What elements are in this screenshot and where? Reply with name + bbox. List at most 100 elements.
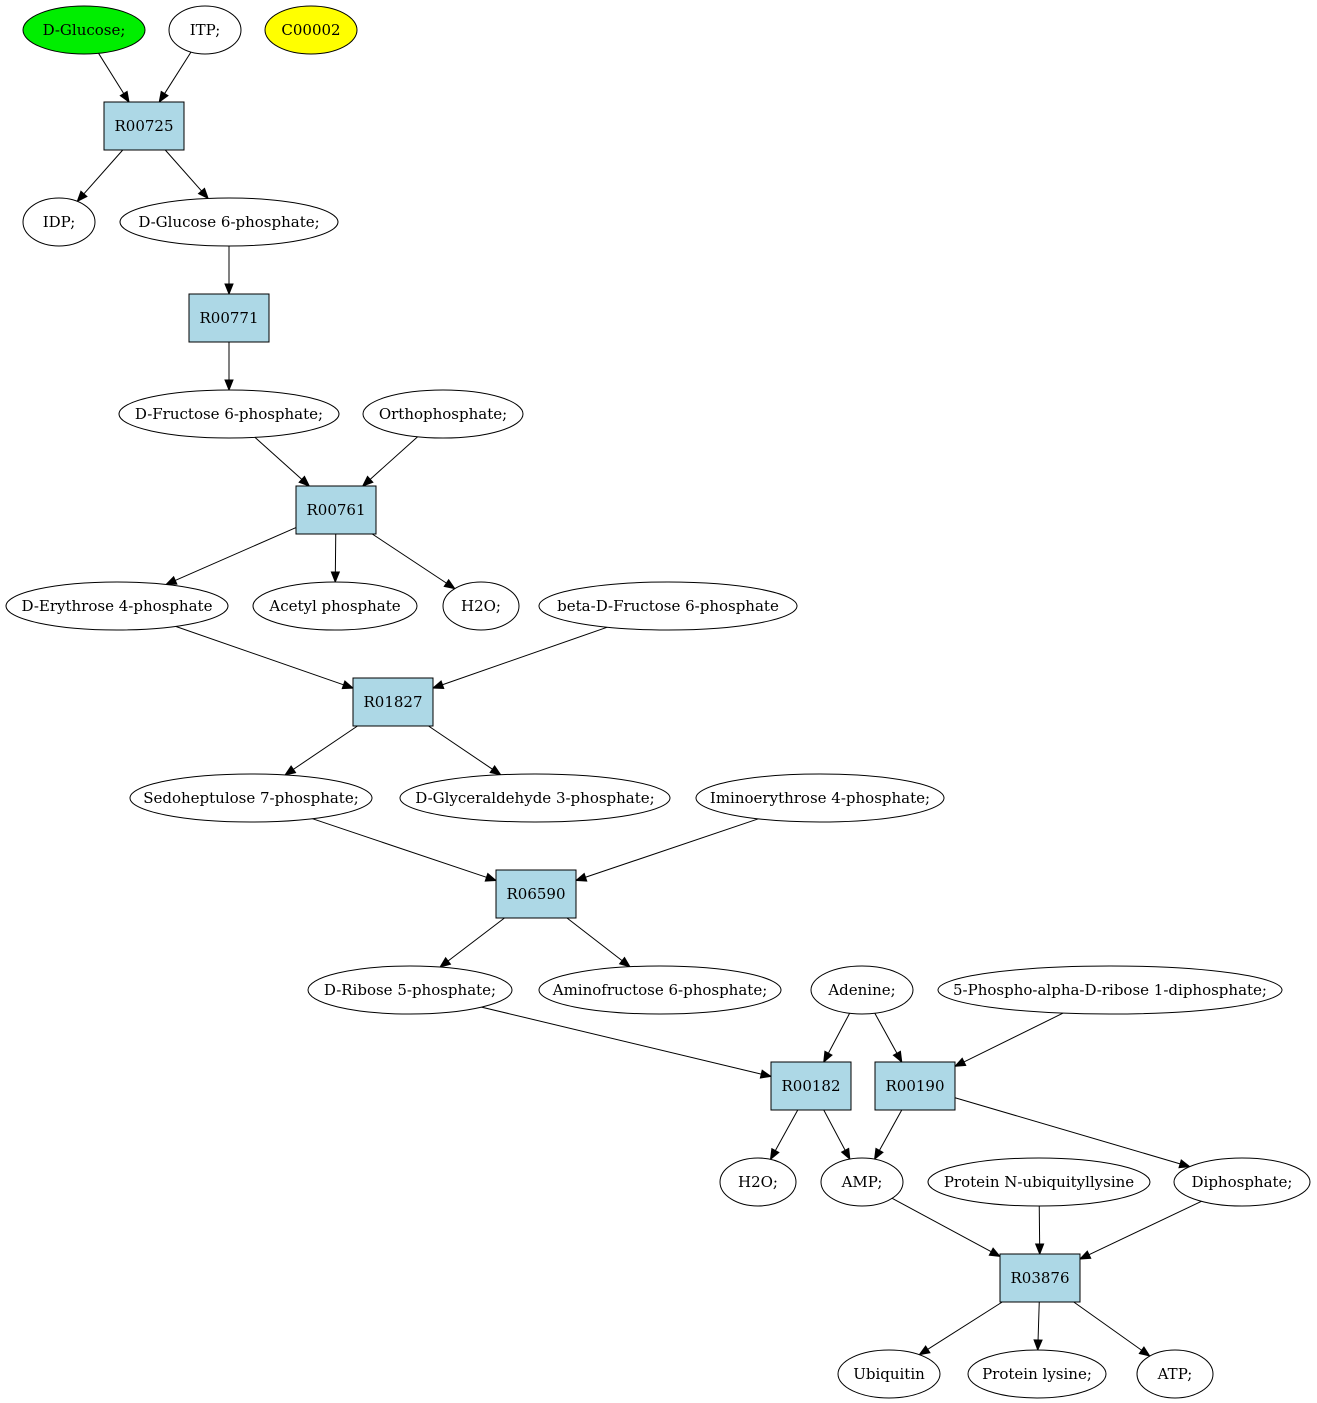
node-label: D-Fructose 6-phosphate;	[135, 405, 323, 423]
compound-ellipse	[22, 5, 146, 55]
compound-ellipse	[5, 581, 229, 631]
edge-line	[369, 436, 418, 480]
compound-node-g6p[interactable]: D-Glucose 6-phosphate;	[119, 197, 339, 247]
compound-node-atp[interactable]: ATP;	[1136, 1349, 1214, 1399]
edge-line	[1073, 1301, 1142, 1351]
reaction-node-r00771[interactable]: R00771	[188, 293, 270, 343]
edge-r00725-to-g6p	[164, 149, 210, 200]
edge-g6p-to-r00771	[224, 246, 234, 296]
arrow-head	[1078, 1250, 1092, 1260]
reaction-node-r00182[interactable]: R00182	[770, 1061, 852, 1111]
edge-line	[447, 917, 505, 962]
arrow-head	[298, 475, 311, 487]
reaction-node-r00725[interactable]: R00725	[103, 101, 185, 151]
compound-ellipse	[168, 5, 242, 55]
node-label: D-Erythrose 4-phosphate	[22, 597, 213, 615]
reaction-node-r06590[interactable]: R06590	[495, 869, 577, 919]
node-label: H2O;	[738, 1173, 778, 1191]
edge-adenine-to-r00190	[874, 1012, 903, 1064]
compound-node-r5p[interactable]: D-Ribose 5-phosphate;	[307, 965, 513, 1015]
edge-line	[428, 725, 493, 770]
compound-node-amp[interactable]: AMP;	[820, 1157, 904, 1207]
compound-node-acetylp[interactable]: Acetyl phosphate	[252, 581, 418, 631]
node-label: D-Glucose 6-phosphate;	[138, 213, 319, 231]
edge-r00182-to-amp	[823, 1109, 851, 1161]
edge-line	[1037, 1301, 1040, 1341]
arrow-head	[76, 190, 88, 203]
node-label: R01827	[363, 693, 422, 711]
compound-node-orthophosphate[interactable]: Orthophosphate;	[362, 389, 524, 439]
compound-node-bf6p[interactable]: beta-D-Fructose 6-phosphate	[538, 581, 798, 631]
compound-ellipse	[22, 197, 96, 247]
node-label: R00771	[199, 309, 258, 327]
compound-node-prpp[interactable]: 5-Phospho-alpha-D-ribose 1-diphosphate;	[937, 965, 1283, 1015]
edge-r01827-to-s7p	[283, 725, 358, 776]
compound-node-h2o_b[interactable]: H2O;	[719, 1157, 797, 1207]
arrow-head	[759, 1069, 773, 1079]
arrow-head	[164, 575, 178, 586]
edge-line	[98, 53, 125, 94]
compound-ellipse	[538, 581, 798, 631]
edge-line	[175, 625, 344, 686]
compound-ellipse	[1173, 1157, 1311, 1207]
node-label: R00182	[781, 1077, 840, 1095]
arrow-head	[953, 1057, 967, 1067]
compound-node-s7p[interactable]: Sedoheptulose 7-phosphate;	[129, 773, 373, 823]
compound-ellipse	[937, 965, 1283, 1015]
compound-node-itp[interactable]: ITP;	[168, 5, 242, 55]
edge-bf6p-to-r01827	[431, 626, 608, 690]
compound-node-c00002[interactable]: C00002	[264, 5, 358, 55]
node-label: R06590	[506, 885, 565, 903]
compound-ellipse	[1136, 1349, 1214, 1399]
reaction-node-r03876[interactable]: R03876	[999, 1253, 1081, 1303]
arrow-head	[484, 872, 498, 882]
edge-line	[585, 818, 759, 878]
compound-node-ie4p[interactable]: Iminoerythrose 4-phosphate;	[695, 773, 945, 823]
arrow-head	[892, 1050, 903, 1064]
node-label: D-Ribose 5-phosphate;	[324, 981, 496, 999]
compound-ellipse	[810, 965, 914, 1015]
arrow-head	[197, 187, 210, 200]
edge-f6p-to-r00761	[254, 436, 311, 487]
edge-amp-to-r03876	[891, 1197, 1002, 1258]
edge-line	[1088, 1200, 1202, 1256]
arrow-head	[361, 475, 374, 487]
edge-s7p-to-r06590	[312, 818, 498, 882]
reaction-node-r00190[interactable]: R00190	[874, 1061, 956, 1111]
node-label: D-Glucose;	[43, 21, 126, 39]
compound-node-glucose[interactable]: D-Glucose;	[22, 5, 146, 55]
edge-orthophosphate-to-r00761	[361, 436, 418, 487]
compound-node-h2o_a[interactable]: H2O;	[442, 581, 520, 631]
compound-ellipse	[119, 197, 339, 247]
compound-ellipse	[695, 773, 945, 823]
edge-line	[566, 917, 623, 962]
node-label: C00002	[281, 21, 340, 39]
compound-node-plysine[interactable]: Protein lysine;	[967, 1349, 1107, 1399]
arrow-head	[330, 571, 341, 584]
compound-node-idp[interactable]: IDP;	[22, 197, 96, 247]
node-label: Orthophosphate;	[379, 405, 507, 423]
compound-node-ubiquitin[interactable]: Ubiquitin	[837, 1349, 941, 1399]
compound-node-af6p[interactable]: Aminofructose 6-phosphate;	[538, 965, 782, 1015]
edge-r00761-to-e4p	[164, 527, 297, 586]
edge-r06590-to-r5p	[439, 917, 505, 968]
compound-ellipse	[264, 5, 358, 55]
reaction-box	[295, 485, 377, 535]
edge-line	[164, 149, 202, 192]
compound-node-pnu[interactable]: Protein N-ubiquityllysine	[927, 1157, 1151, 1207]
edge-line	[874, 1012, 898, 1054]
node-label: H2O;	[461, 597, 501, 615]
compound-node-f6p[interactable]: D-Fructose 6-phosphate;	[118, 389, 340, 439]
edge-line	[823, 1109, 846, 1151]
compound-node-diphosphate[interactable]: Diphosphate;	[1173, 1157, 1311, 1207]
compound-node-g3p[interactable]: D-Glyceraldehyde 3-phosphate;	[399, 773, 671, 823]
edge-line	[293, 725, 358, 770]
node-label: Adenine;	[827, 981, 895, 999]
compound-node-e4p[interactable]: D-Erythrose 4-phosphate	[5, 581, 229, 631]
reaction-node-r00761[interactable]: R00761	[295, 485, 377, 535]
compound-node-adenine[interactable]: Adenine;	[810, 965, 914, 1015]
reaction-node-r01827[interactable]: R01827	[352, 677, 434, 727]
arrow-head	[1034, 1243, 1045, 1256]
node-label: 5-Phospho-alpha-D-ribose 1-diphosphate;	[953, 981, 1267, 999]
